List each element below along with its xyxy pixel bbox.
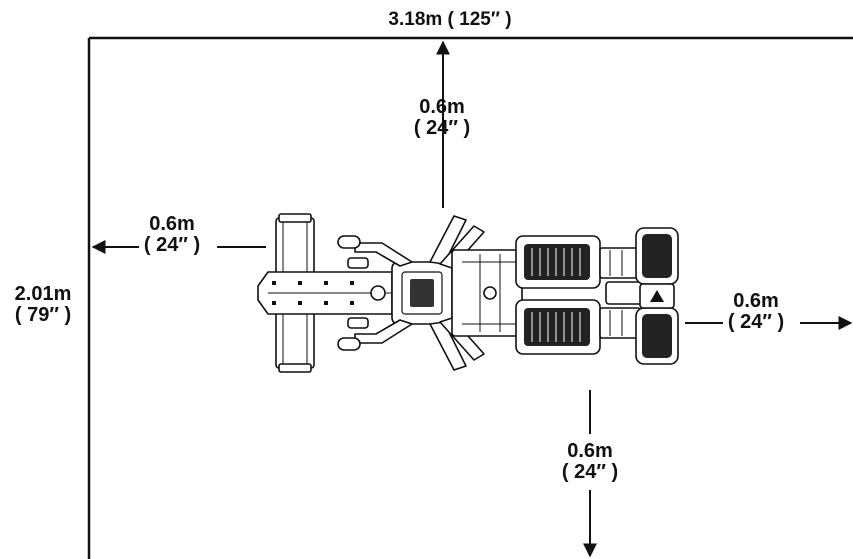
upper-fixed-handle [354, 242, 413, 267]
upper-pedal-rail [599, 247, 641, 279]
top-clearance-imperial: ( 24″ ) [413, 117, 471, 139]
lower-fixed-handle [354, 319, 413, 344]
bottom-clearance-imperial: ( 24″ ) [561, 461, 619, 483]
bottom-clearance-label: 0.6m ( 24″ ) [540, 441, 640, 483]
overall-depth-label: 2.01m ( 79″ ) [0, 284, 86, 326]
overall-width-label: 3.18m ( 125″ ) [360, 10, 540, 30]
lower-pedal-rail [599, 307, 641, 339]
lower-moving-arm-1 [429, 321, 467, 371]
rail-center-block [605, 281, 645, 305]
left-clearance-imperial: ( 24″ ) [143, 234, 201, 256]
bottom-clearance-metric: 0.6m [567, 440, 613, 462]
right-clearance-label: 0.6m ( 24″ ) [706, 291, 806, 333]
upper-moving-arm-2 [439, 225, 485, 269]
lower-moving-arm-2 [439, 317, 485, 361]
boundary-outline [87, 36, 853, 559]
left-clearance-metric: 0.6m [149, 213, 195, 235]
left-clearance-label: 0.6m ( 24″ ) [122, 214, 222, 256]
top-clearance-metric: 0.6m [419, 96, 465, 118]
right-clearance-imperial: ( 24″ ) [727, 311, 785, 333]
right-clearance-metric: 0.6m [733, 290, 779, 312]
frame-knob [370, 285, 386, 301]
top-clearance-label: 0.6m ( 24″ ) [392, 97, 492, 139]
overall-depth-imperial: ( 79″ ) [14, 304, 72, 326]
overall-depth-metric: 2.01m [14, 283, 72, 305]
overall-width-text: 3.18m ( 125″ ) [388, 9, 512, 30]
upper-moving-arm-1 [429, 215, 467, 265]
machine-top-view [257, 213, 679, 373]
